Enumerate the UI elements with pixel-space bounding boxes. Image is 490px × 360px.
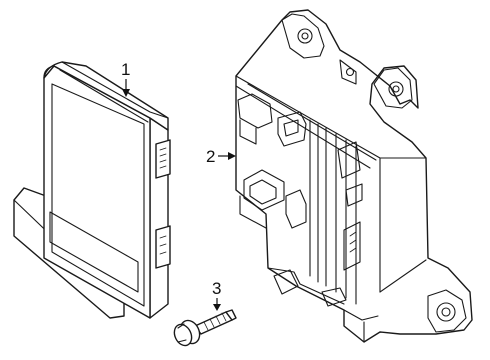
mounting-bracket xyxy=(235,9,473,343)
callout-1: 1 xyxy=(121,60,130,97)
callout-2: 2 xyxy=(206,147,236,166)
callout-3: 3 xyxy=(212,279,221,311)
flange-bolt xyxy=(173,309,237,347)
control-module xyxy=(13,61,171,319)
callout-1-label: 1 xyxy=(121,60,130,79)
callout-3-label: 3 xyxy=(212,279,221,298)
callout-2-label: 2 xyxy=(206,147,215,166)
